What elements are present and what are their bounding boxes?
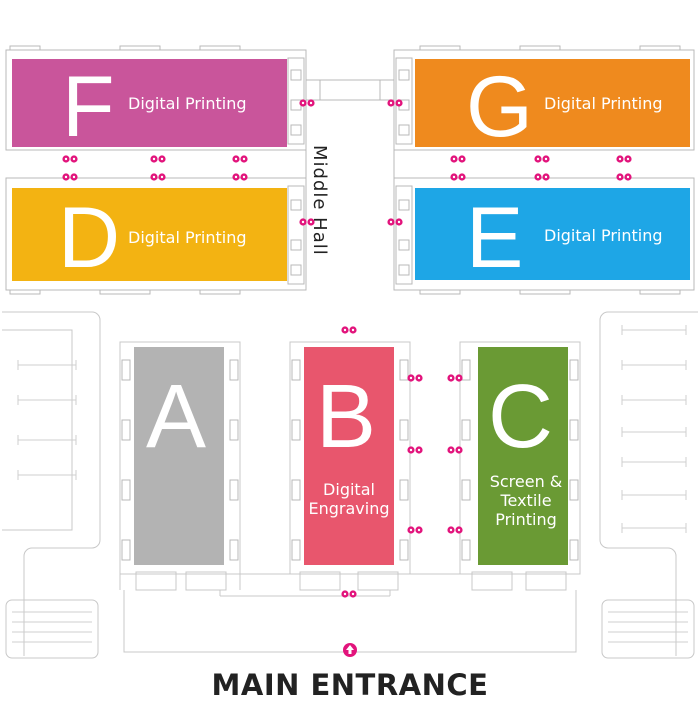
hall-e-label: Digital Printing bbox=[544, 226, 663, 245]
restroom-marker-dot bbox=[389, 101, 393, 105]
restroom-marker-dot bbox=[417, 376, 421, 380]
restroom-marker-dot bbox=[618, 157, 622, 161]
restroom-marker-dot bbox=[460, 157, 464, 161]
restroom-marker-dot bbox=[234, 175, 238, 179]
hall-d-letter: D bbox=[58, 190, 121, 286]
hall-a-letter: A bbox=[146, 367, 207, 467]
restroom-marker-dot bbox=[457, 528, 461, 532]
restroom-marker-dot bbox=[64, 157, 68, 161]
restroom-marker-dot bbox=[301, 101, 305, 105]
restroom-marker-dot bbox=[460, 175, 464, 179]
restroom-marker-dot bbox=[343, 328, 347, 332]
hall-c-label-line3: Printing bbox=[495, 510, 557, 530]
restroom-marker-dot bbox=[409, 528, 413, 532]
hall-a-block[interactable] bbox=[134, 347, 224, 565]
restroom-marker-dot bbox=[160, 157, 164, 161]
restroom-marker-dot bbox=[409, 448, 413, 452]
restroom-marker-dot bbox=[72, 175, 76, 179]
restroom-marker-dot bbox=[351, 592, 355, 596]
hall-c-label-line2: Textile bbox=[500, 491, 552, 511]
restroom-marker-dot bbox=[536, 157, 540, 161]
hall-b-label-line2: Engraving bbox=[308, 499, 390, 519]
hall-b-label: Digital Engraving bbox=[304, 480, 394, 518]
restroom-marker-dot bbox=[417, 528, 421, 532]
hall-f-letter: F bbox=[62, 59, 115, 155]
restroom-marker-dot bbox=[309, 220, 313, 224]
restroom-marker-dot bbox=[152, 175, 156, 179]
hall-d-label: Digital Printing bbox=[128, 228, 247, 247]
hall-b-label-line1: Digital bbox=[323, 480, 375, 499]
restroom-marker-dot bbox=[449, 528, 453, 532]
restroom-markers bbox=[62, 99, 632, 598]
restroom-marker-dot bbox=[626, 157, 630, 161]
restroom-marker-dot bbox=[397, 220, 401, 224]
restroom-marker-dot bbox=[544, 157, 548, 161]
left-parking-area bbox=[12, 360, 92, 643]
hall-d-block[interactable] bbox=[12, 188, 287, 281]
restroom-marker-dot bbox=[449, 376, 453, 380]
hall-f-block[interactable] bbox=[12, 59, 287, 147]
restroom-marker-dot bbox=[242, 157, 246, 161]
upper-building-outline bbox=[5, 45, 695, 295]
restroom-marker-dot bbox=[64, 175, 68, 179]
restroom-marker-dot bbox=[397, 101, 401, 105]
restroom-marker-dot bbox=[72, 157, 76, 161]
restroom-marker-dot bbox=[452, 157, 456, 161]
entrance-arrow-icon[interactable] bbox=[343, 643, 357, 657]
right-parking-area bbox=[608, 325, 688, 643]
hall-b-block[interactable] bbox=[304, 347, 394, 565]
restroom-marker-dot bbox=[389, 220, 393, 224]
restroom-marker-dot bbox=[457, 376, 461, 380]
restroom-marker-dot bbox=[343, 592, 347, 596]
hall-b-letter: B bbox=[316, 367, 377, 467]
restroom-marker-dot bbox=[626, 175, 630, 179]
hall-c-label: Screen & Textile Printing bbox=[478, 472, 574, 530]
booth-outlines bbox=[121, 359, 579, 561]
hall-f-label: Digital Printing bbox=[128, 94, 247, 113]
restroom-marker-dot bbox=[351, 328, 355, 332]
hall-e-block[interactable] bbox=[415, 188, 690, 280]
restroom-marker-dot bbox=[409, 376, 413, 380]
restroom-marker-dot bbox=[234, 157, 238, 161]
main-entrance-label: MAIN ENTRANCE bbox=[211, 668, 489, 702]
restroom-marker-dot bbox=[309, 101, 313, 105]
restroom-marker-dot bbox=[152, 157, 156, 161]
middle-hall-label: Middle Hall bbox=[309, 145, 330, 256]
restroom-marker-dot bbox=[301, 220, 305, 224]
restroom-marker-dot bbox=[457, 448, 461, 452]
restroom-marker-dot bbox=[417, 448, 421, 452]
hall-c-label-line1: Screen & bbox=[489, 472, 563, 491]
hall-g-label: Digital Printing bbox=[544, 94, 663, 113]
restroom-marker-dot bbox=[452, 175, 456, 179]
restroom-marker-dot bbox=[618, 175, 622, 179]
hall-g-block[interactable] bbox=[415, 59, 690, 147]
hall-e-letter: E bbox=[466, 190, 524, 286]
restroom-marker-dot bbox=[544, 175, 548, 179]
hall-c-block[interactable] bbox=[478, 347, 568, 565]
restroom-marker-dot bbox=[536, 175, 540, 179]
hall-g-letter: G bbox=[466, 59, 533, 155]
restroom-marker-dot bbox=[160, 175, 164, 179]
hall-c-letter: C bbox=[488, 367, 553, 467]
restroom-marker-dot bbox=[449, 448, 453, 452]
restroom-marker-dot bbox=[242, 175, 246, 179]
